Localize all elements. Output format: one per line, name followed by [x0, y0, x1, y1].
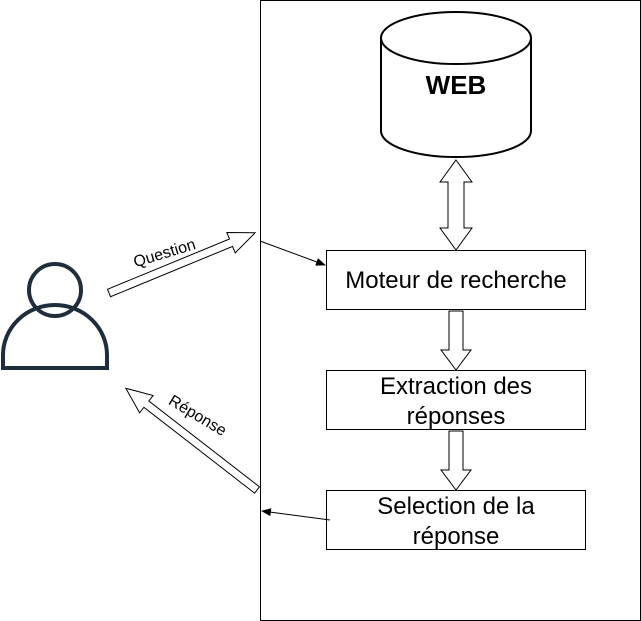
user-icon [1, 262, 109, 370]
answer-arrow [124, 387, 261, 494]
question-arrow [106, 232, 257, 298]
web-search-double-arrow [439, 159, 473, 251]
extraction-node: Extraction des réponses [326, 370, 586, 430]
answer-arrow-label: Réponse [165, 392, 229, 440]
extraction-label-line2: réponses [407, 403, 506, 430]
selection-node: Selection de la réponse [326, 490, 586, 550]
search-to-extraction-arrow [440, 310, 472, 371]
selection-label-line2: réponse [413, 523, 500, 550]
extraction-label-line1: Extraction des [380, 373, 532, 400]
web-database: WEB [380, 11, 532, 158]
answer-connector-arrow [261, 508, 331, 521]
selection-label-line1: Selection de la [377, 493, 535, 520]
question-connector-arrow [259, 240, 326, 266]
extraction-to-selection-arrow [440, 430, 472, 491]
web-database-label: WEB [426, 70, 487, 100]
search-engine-label: Moteur de recherche [345, 267, 566, 294]
search-engine-node: Moteur de recherche [326, 250, 586, 310]
